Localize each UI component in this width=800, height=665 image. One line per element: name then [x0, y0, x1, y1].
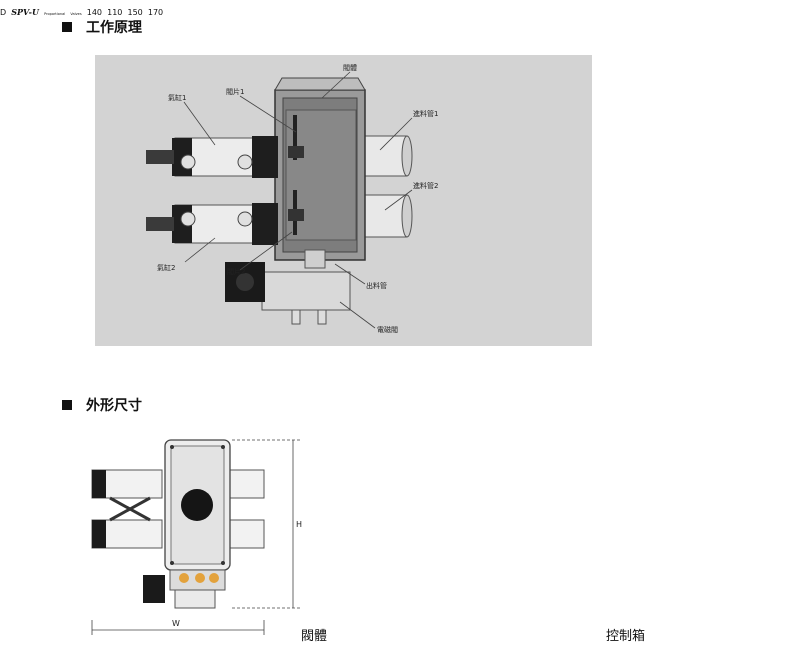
dim-label-140: 140 — [86, 8, 103, 17]
valve-front-view — [91, 439, 265, 609]
square-bullet-icon — [62, 22, 72, 32]
label-inlet-pipe2: 進料管2 — [413, 181, 438, 190]
label-cylinder2: 氣缸2 — [157, 263, 175, 272]
dim-label-d: D — [0, 8, 7, 17]
dim-label-h: H — [296, 520, 302, 529]
valve-assembly — [146, 77, 413, 325]
label-cylinder1: 氣缸1 — [168, 93, 186, 102]
label-outlet-pipe: 出料管 — [366, 281, 387, 290]
section-title-working-principle: 工作原理 — [62, 17, 142, 37]
label-valve-body: 閥體 — [343, 63, 357, 72]
section-title-dimensions: 外形尺寸 — [62, 395, 142, 415]
label-blade2: 閥片2 — [227, 267, 245, 276]
label-inlet-pipe1: 進料管1 — [413, 109, 438, 118]
section-title-text: 外形尺寸 — [86, 398, 142, 414]
square-bullet-icon — [62, 400, 72, 410]
dim-label-w: W — [172, 619, 180, 628]
section-title-text: 工作原理 — [86, 20, 142, 36]
control-box-sub2: Valves — [70, 12, 82, 16]
caption-valve-body: 閥體 — [301, 629, 328, 644]
control-box-sub1: Proportional — [44, 12, 66, 16]
caption-control-box: 控制箱 — [606, 629, 646, 644]
label-blade1: 閥片1 — [226, 87, 244, 96]
dim-label-170: 170 — [147, 8, 164, 17]
dim-label-150: 150 — [127, 8, 143, 17]
control-box-brand: SPV-U — [11, 7, 39, 17]
label-solenoid-valve: 電磁閥 — [377, 325, 398, 334]
dim-label-110: 110 — [107, 8, 123, 17]
